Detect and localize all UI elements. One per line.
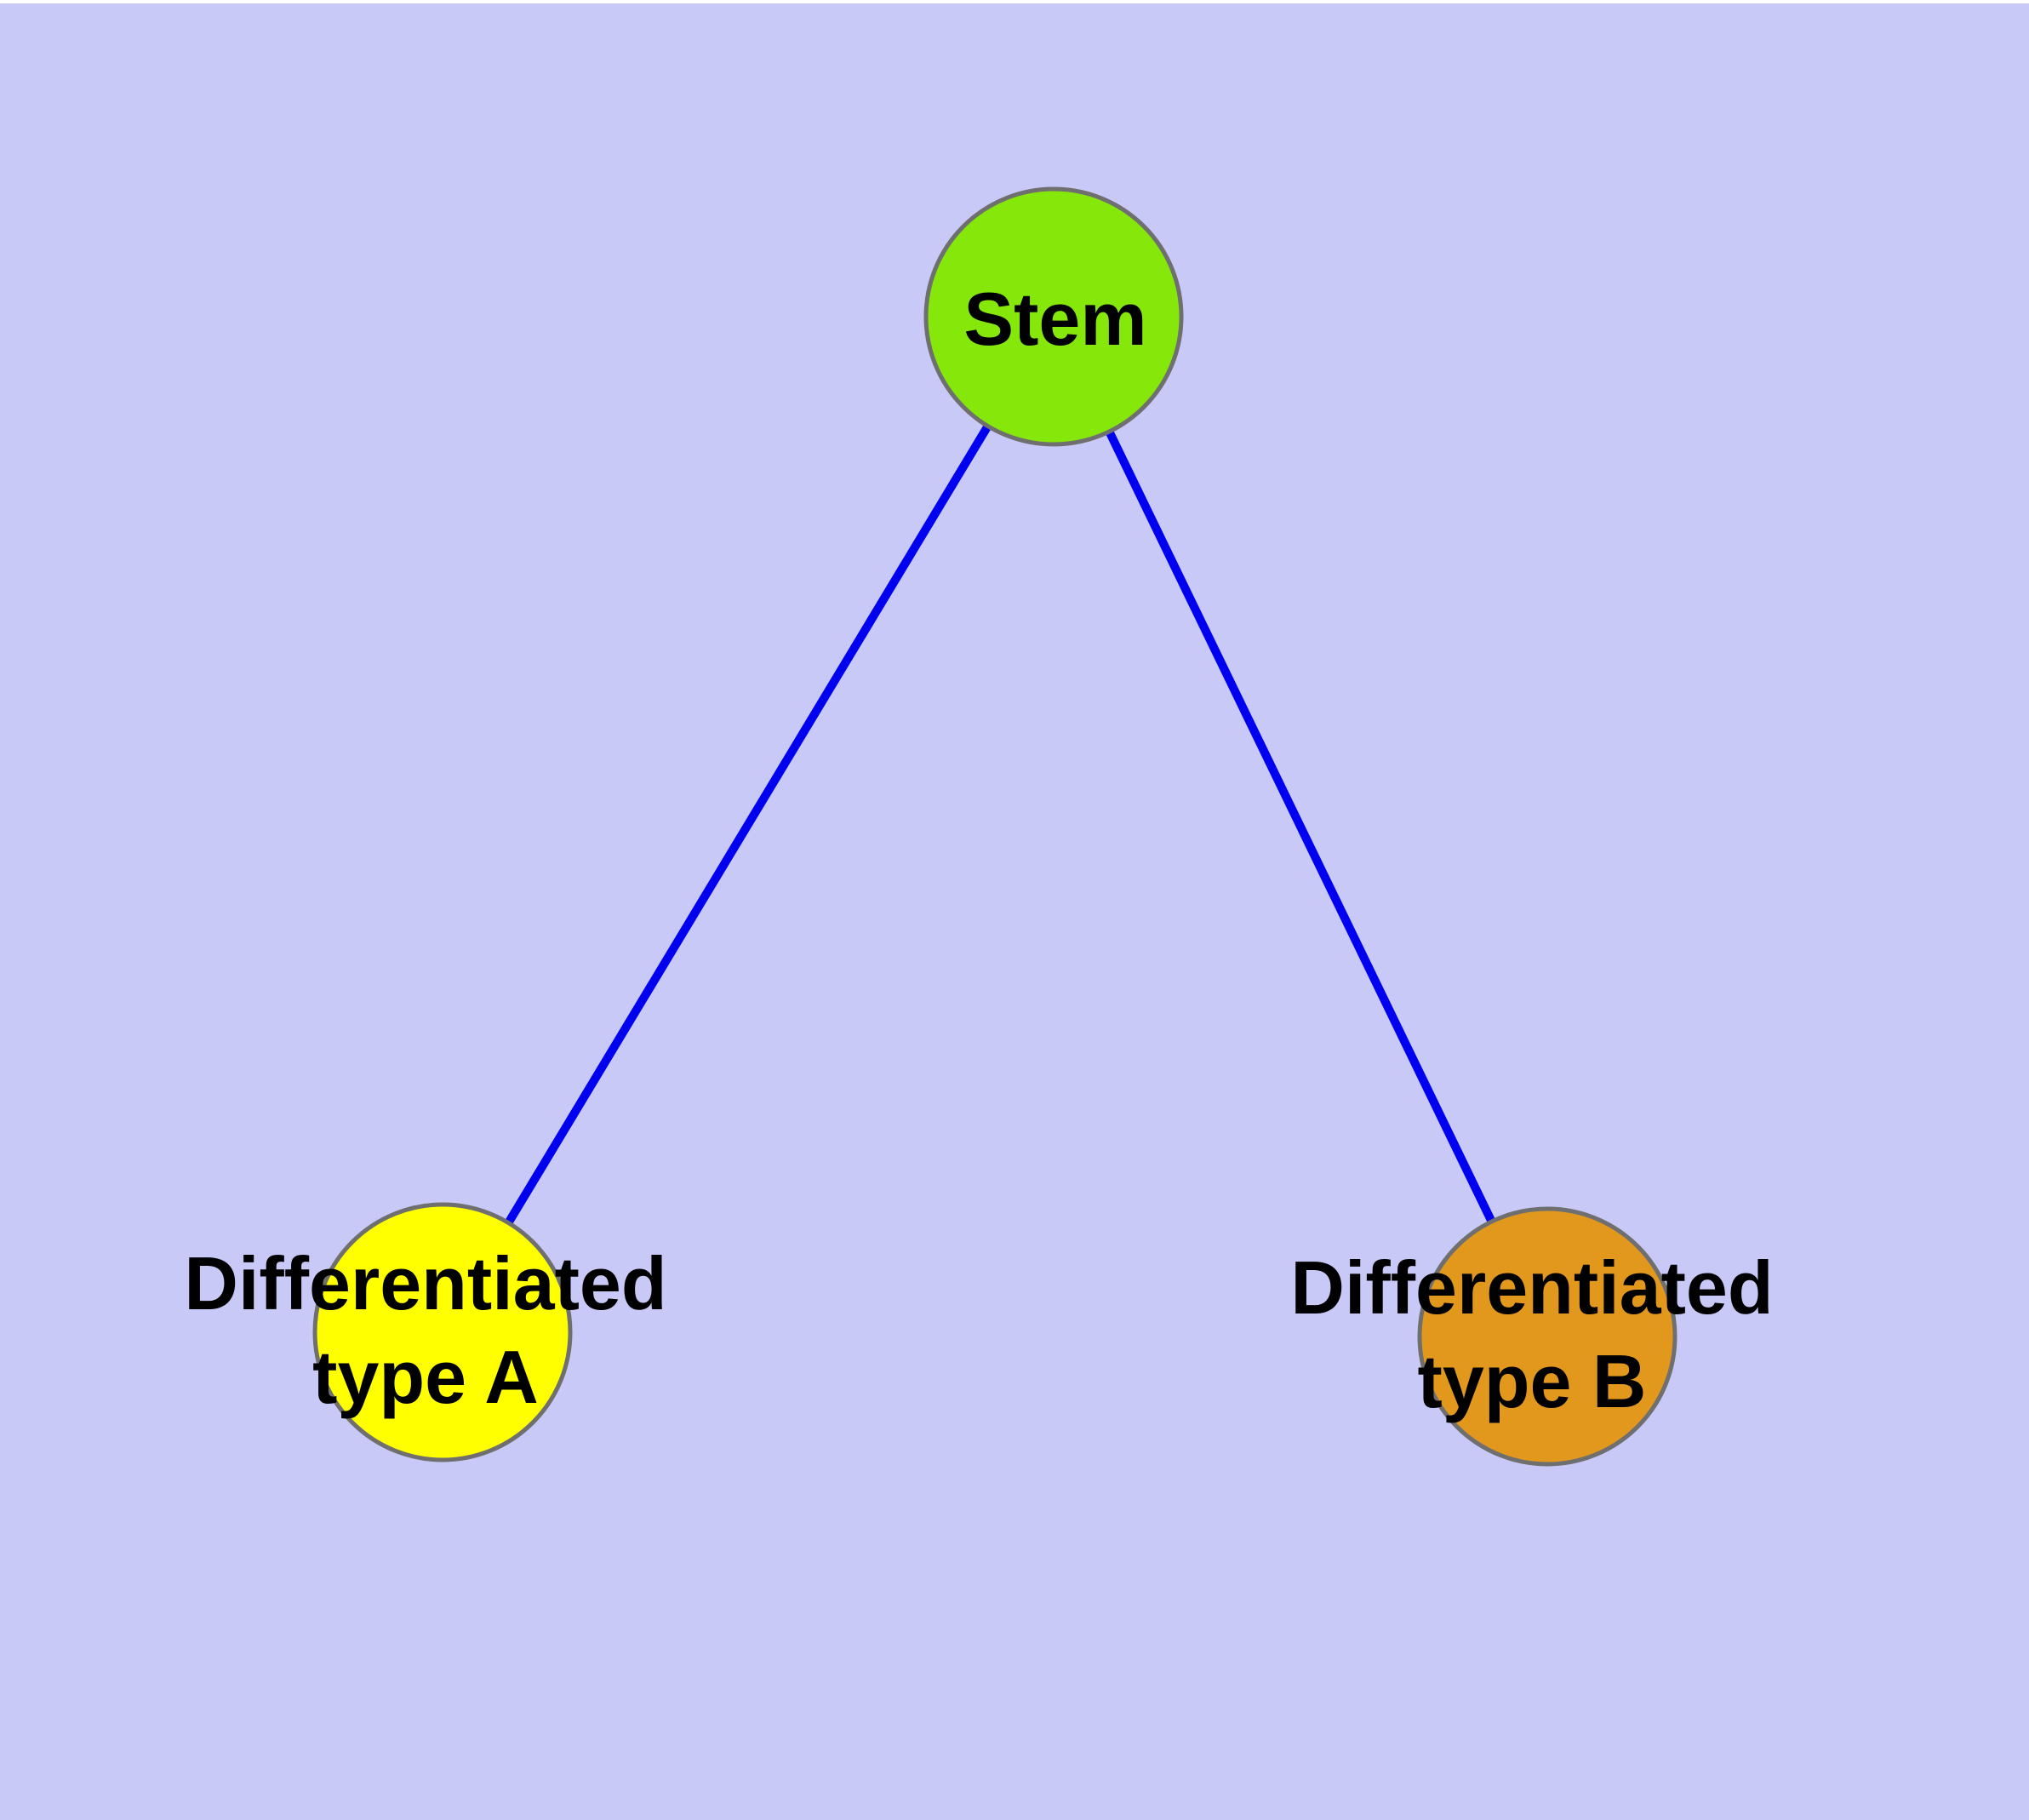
node-type-b-label-line1: Differentiated [1290, 1245, 1774, 1330]
node-stem-label: Stem [963, 277, 1147, 361]
node-type-a-label-line1: Differentiated [184, 1241, 667, 1325]
node-type-a-label-line2: type A [312, 1335, 539, 1419]
node-stem-circle [923, 186, 1184, 447]
node-type-a-label: Differentiated type A [184, 1237, 666, 1424]
edge-stem-to-type-b [1049, 314, 1552, 1339]
node-type-b-label-line2: type B [1417, 1339, 1647, 1423]
node-type-b-label: Differentiated type B [1290, 1241, 1773, 1428]
edge-stem-to-type-a [438, 314, 1058, 1335]
node-type-a-circle [312, 1202, 573, 1462]
node-type-b-circle [1417, 1206, 1677, 1467]
